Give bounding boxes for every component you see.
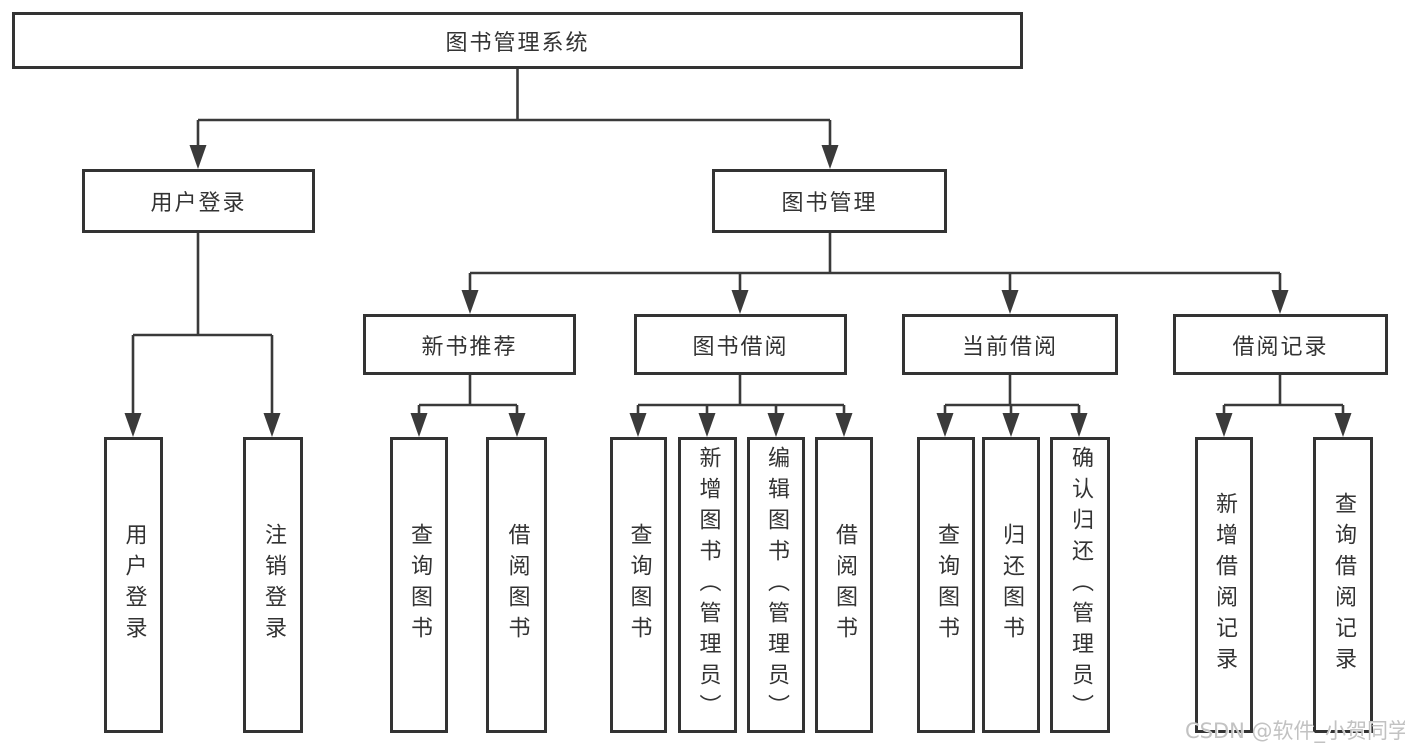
node-root-label: 图书管理系统 [445,30,590,56]
leaf-add-books-admin: 新增图书（管理员） [678,437,737,733]
leaf-logout-label: 注销登录 [261,523,286,647]
node-new-book-recommend-label: 新书推荐 [421,334,518,360]
leaf-edit-books-admin-label: 编辑图书（管理员） [764,445,789,725]
node-book-management: 图书管理 [712,169,947,233]
leaf-query-books-recommend-label: 查询图书 [407,523,432,647]
leaf-add-borrow-record: 新增借阅记录 [1195,437,1253,733]
leaf-logout: 注销登录 [243,437,303,733]
node-current-borrow: 当前借阅 [902,314,1118,375]
leaf-confirm-return-admin-label: 确认归还（管理员） [1068,445,1093,725]
watermark: CSDN @软件_小贺同学 [1185,719,1405,743]
node-user-login-label: 用户登录 [150,191,247,216]
leaf-borrow-books: 借阅图书 [815,437,873,733]
leaf-query-books-current-label: 查询图书 [934,523,959,647]
node-new-book-recommend: 新书推荐 [363,314,576,375]
leaf-query-books-current: 查询图书 [917,437,975,733]
leaf-user-login-label: 用户登录 [121,523,147,647]
node-book-borrow: 图书借阅 [634,314,847,375]
leaf-query-books-borrow-label: 查询图书 [626,523,652,647]
node-borrow-records-label: 借阅记录 [1232,334,1329,360]
leaf-return-books: 归还图书 [982,437,1040,733]
leaf-add-books-admin-label: 新增图书（管理员） [695,445,721,725]
leaf-user-login: 用户登录 [104,437,163,733]
node-book-management-label: 图书管理 [781,191,878,216]
node-book-borrow-label: 图书借阅 [692,334,789,360]
leaf-borrow-books-recommend-label: 借阅图书 [504,523,530,647]
leaf-query-books-borrow: 查询图书 [610,437,667,733]
node-current-borrow-label: 当前借阅 [961,334,1058,360]
leaf-return-books-label: 归还图书 [999,523,1024,647]
node-user-login: 用户登录 [82,169,315,233]
leaf-edit-books-admin: 编辑图书（管理员） [747,437,805,733]
leaf-borrow-books-recommend: 借阅图书 [486,437,547,733]
leaf-add-borrow-record-label: 新增借阅记录 [1212,492,1237,678]
leaf-query-books-recommend: 查询图书 [390,437,448,733]
leaf-query-borrow-record-label: 查询借阅记录 [1331,492,1356,678]
leaf-query-borrow-record: 查询借阅记录 [1313,437,1373,733]
leaf-borrow-books-label: 借阅图书 [832,523,857,647]
node-root: 图书管理系统 [12,12,1023,69]
leaf-confirm-return-admin: 确认归还（管理员） [1050,437,1110,733]
node-borrow-records: 借阅记录 [1173,314,1388,375]
